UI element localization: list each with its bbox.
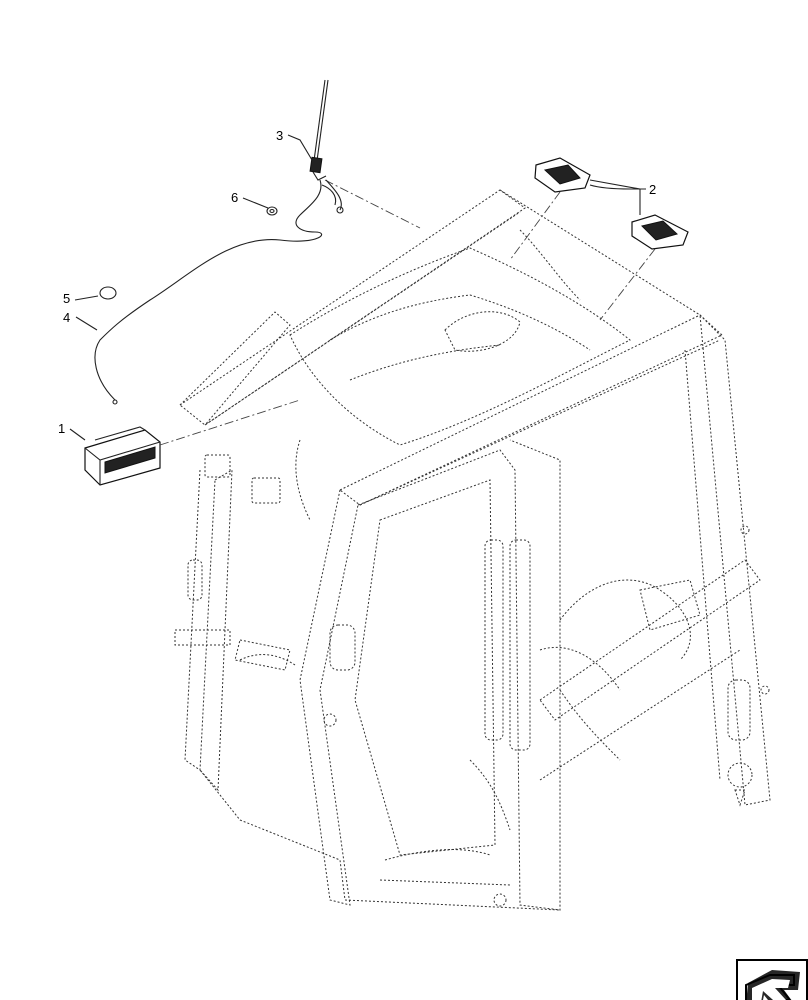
callout-4: 4 [63, 310, 70, 325]
speaker-right [631, 214, 689, 250]
radio-unit [84, 426, 161, 486]
leader-radio [159, 399, 301, 446]
callout-3: 3 [276, 128, 283, 143]
callout-5: 5 [63, 291, 70, 306]
callout-6: 6 [231, 190, 238, 205]
antenna-cable [94, 179, 344, 405]
speaker-left [534, 157, 591, 193]
callout-1: 1 [58, 421, 65, 436]
antenna [309, 79, 329, 181]
nav-arrow-box[interactable] [736, 959, 808, 1000]
leader-speaker-right [599, 248, 656, 321]
leader-antenna [324, 179, 421, 229]
nut [266, 206, 278, 216]
leader-speaker-left [509, 191, 561, 261]
callout-leaders [69, 134, 646, 441]
cable-tie [99, 286, 117, 300]
callout-2: 2 [649, 182, 656, 197]
arrow-icon [745, 970, 800, 1000]
cab-frame [174, 189, 771, 911]
